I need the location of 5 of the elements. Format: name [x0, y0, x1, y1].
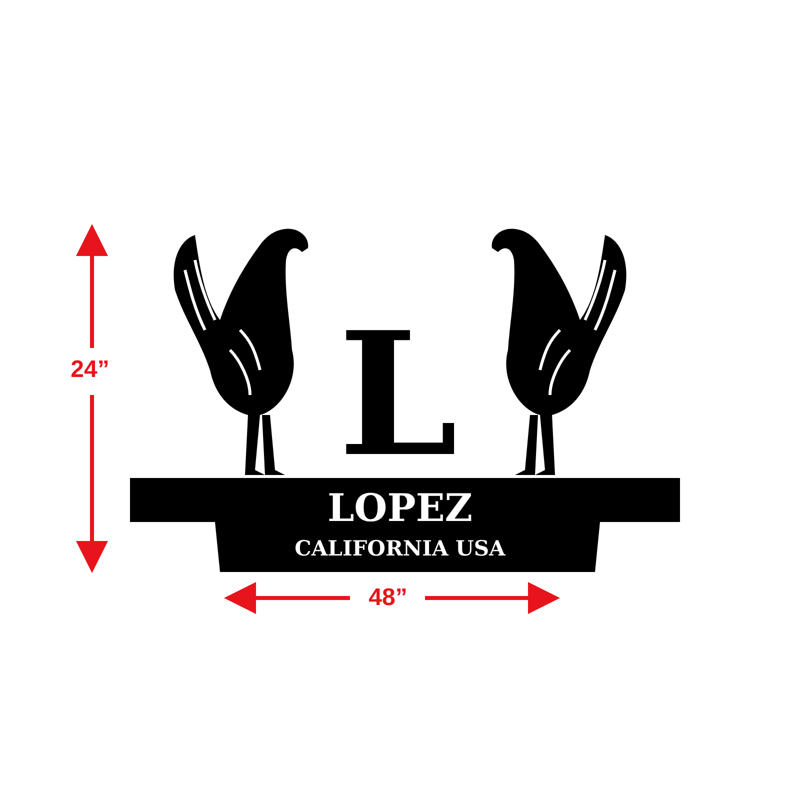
location-text: CALIFORNIA USA: [294, 538, 506, 558]
family-name: LOPEZ: [327, 489, 473, 527]
dimension-label: 24”: [70, 358, 110, 382]
dimension-label: 48”: [368, 586, 408, 610]
monogram-letter: L: [338, 310, 458, 480]
